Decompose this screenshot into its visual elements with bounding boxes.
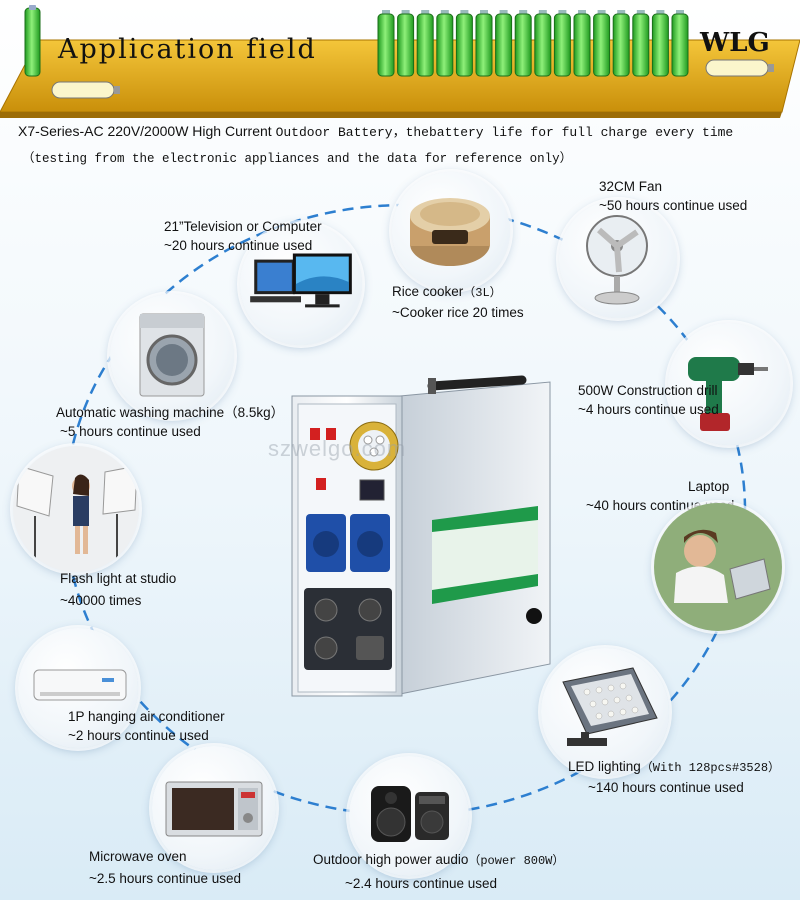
battery-icon xyxy=(24,5,41,77)
battery-icon xyxy=(553,13,571,77)
battery-icon xyxy=(612,13,630,77)
appliance-duration: ~5 hours continue used xyxy=(60,424,201,439)
tv-icon xyxy=(240,223,362,345)
rice-cooker-icon xyxy=(392,172,510,290)
appliance-label: Rice cooker（3L） ~Cooker rice 20 times xyxy=(392,282,524,322)
page-title: Application field xyxy=(58,34,317,65)
battery-terminal xyxy=(578,10,586,15)
battery-icon xyxy=(51,81,120,99)
battery-terminal xyxy=(558,10,567,15)
headline: X7-Series-AC 220V/2000W High Current Out… xyxy=(18,121,733,140)
laptop-icon xyxy=(654,503,782,631)
appliance-label: 1P hanging air conditioner ~2 hours conti… xyxy=(68,707,225,745)
battery-icon xyxy=(455,13,473,77)
brand-logo: WLG xyxy=(700,28,770,58)
battery-terminal xyxy=(460,10,469,15)
appliance-name: Laptop xyxy=(688,479,730,494)
appliance-name: 21”Television or Computer xyxy=(164,219,322,234)
appliance-duration: ~140 hours continue used xyxy=(588,780,744,795)
appliance-label: Automatic washing machine（8.5kg） ~5 hours… xyxy=(56,403,284,441)
washing-machine-icon xyxy=(110,294,234,418)
battery-terminal xyxy=(636,10,645,15)
battery-icon xyxy=(416,13,434,77)
appliance-duration: ~40000 times xyxy=(60,593,142,608)
appliance-label: Flash light at studio ~40000 times xyxy=(60,569,176,610)
headline-text-cont: Outdoor Battery，thebattery life for full… xyxy=(275,125,734,140)
appliance-label: LED lighting（With 128pcs#3528） ~140 hours… xyxy=(568,757,780,797)
battery-icon xyxy=(495,13,513,77)
battery-icon xyxy=(534,13,552,77)
battery-terminal xyxy=(538,10,547,15)
appliance-name: Outdoor high power audio xyxy=(313,852,469,867)
battery-icon xyxy=(475,13,493,77)
header-banner xyxy=(0,5,800,118)
appliance-spec: （With 128pcs#3528） xyxy=(640,761,781,775)
appliance-duration: ~20 hours continue used xyxy=(164,238,313,253)
appliance-label: 21”Television or Computer ~20 hours conti… xyxy=(164,217,322,255)
microwave-icon xyxy=(152,746,276,870)
appliance-name: LED lighting xyxy=(568,759,641,774)
battery-terminal xyxy=(401,10,410,15)
battery-terminal xyxy=(499,10,508,15)
battery-icon xyxy=(514,13,532,77)
watermark: szwelgo.com xyxy=(268,436,407,461)
appliance-name: Microwave oven xyxy=(89,849,187,864)
battery-terminal xyxy=(617,10,626,15)
appliance-duration: ~Cooker rice 20 times xyxy=(392,305,524,320)
battery-icon xyxy=(377,13,395,77)
speaker-icon xyxy=(349,756,469,876)
battery-icon xyxy=(705,59,774,77)
battery-terminal xyxy=(519,10,528,15)
appliance-name: 1P hanging air conditioner xyxy=(68,709,225,724)
battery-terminal xyxy=(480,10,488,15)
appliance-name: 32CM Fan xyxy=(599,179,663,194)
battery-terminal xyxy=(597,10,606,15)
led-light-icon xyxy=(541,648,669,776)
appliance-name: Automatic washing machine（8.5kg） xyxy=(56,405,285,420)
battery-icon xyxy=(436,13,454,77)
battery-icon xyxy=(593,13,611,77)
fan-icon xyxy=(559,200,677,318)
battery-terminal xyxy=(382,10,390,15)
appliance-capacity: （3L） xyxy=(463,286,502,300)
appliance-name: Flash light at studio xyxy=(60,571,177,586)
studio-flash-icon xyxy=(13,446,139,572)
drill-icon xyxy=(668,323,790,445)
battery-terminal xyxy=(676,10,684,15)
battery-unit-image xyxy=(291,375,551,697)
appliance-label: Outdoor high power audio（power 800W） ~2.4… xyxy=(313,850,564,893)
battery-icon xyxy=(573,13,591,77)
appliance-duration: ~2.4 hours continue used xyxy=(345,876,497,891)
air-conditioner-icon xyxy=(18,628,138,748)
battery-terminal xyxy=(656,10,665,15)
battery-icon xyxy=(651,13,669,77)
battery-icon xyxy=(632,13,650,77)
appliance-label: Microwave oven ~2.5 hours continue used xyxy=(89,847,241,888)
battery-row xyxy=(377,10,689,77)
appliance-power: （power 800W） xyxy=(468,854,565,868)
appliance-duration: ~50 hours continue used xyxy=(599,198,748,213)
battery-icon xyxy=(671,13,689,77)
appliance-duration: ~2 hours continue used xyxy=(68,728,209,743)
appliance-duration: ~4 hours continue used xyxy=(578,402,719,417)
appliance-label: 32CM Fan ~50 hours continue used xyxy=(599,177,747,215)
battery-icon xyxy=(397,13,415,77)
battery-terminal xyxy=(440,10,449,15)
subline: （testing from the electronic appliances … xyxy=(22,152,573,166)
appliance-name: Rice cooker xyxy=(392,284,464,299)
appliance-label: 500W Construction drill ~4 hours continue… xyxy=(578,381,719,419)
appliance-duration: ~2.5 hours continue used xyxy=(89,871,241,886)
headline-text: X7-Series-AC 220V/2000W High Current xyxy=(18,123,276,139)
appliance-name: 500W Construction drill xyxy=(578,383,718,398)
battery-terminal xyxy=(421,10,430,15)
